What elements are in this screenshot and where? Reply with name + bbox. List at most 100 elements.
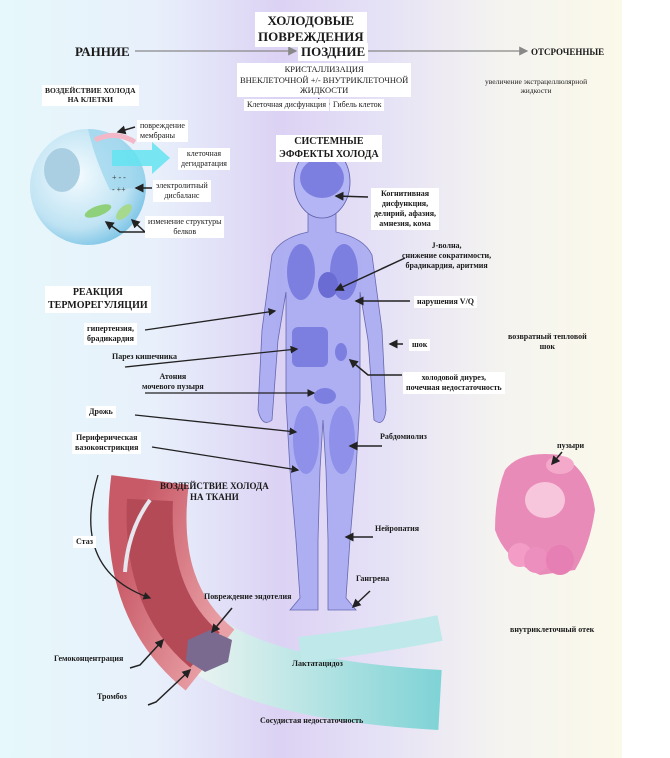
text-line: возвратный тепловой [508,332,587,341]
arrow-protein-2 [130,218,146,233]
neuropathy-label: Нейропатия [375,524,420,533]
text-line: белков [173,227,197,236]
arrow-hemoconcentration [129,638,165,669]
thermo-heading: РЕАКЦИЯ ТЕРМОРЕГУЛЯЦИИ [45,286,151,313]
rhabdo-label: Рабдомиолиз [380,432,427,441]
charge-plus: + - - [112,173,126,182]
text-line: почечная недостаточность [406,383,502,392]
text-line: ЭФФЕКТЫ ХОЛОДА [279,148,379,160]
text-line: дисфункция, [381,199,429,208]
crystallization-label: КРИСТАЛЛИЗАЦИЯ ВНЕКЛЕТОЧНОЙ +/- ВНУТРИКЛ… [237,63,412,97]
text-line: J-волна, [431,241,462,250]
text-line: шок [539,342,556,351]
bladder-label: Атония мочевого пузыря [142,372,204,392]
stage-early: РАННИЕ [75,44,130,59]
arrow-cognitive [334,191,369,201]
text-line: вазоконстрикция [75,443,139,452]
text-line: Атония [159,372,187,381]
heart [318,272,338,298]
text-line: РЕАКЦИЯ [72,287,123,298]
human-body [257,145,387,611]
thrombus [186,630,232,672]
vq-label: нарушения V/Q [414,296,478,308]
gangrene-label: Гангрена [356,574,390,583]
text-line: дисбаланс [164,191,200,200]
extracellular-label: увеличение экстрацеллюлярной жидкости [485,77,587,96]
cells-heading: ВОЗДЕЙСТВИЕ ХОЛОДА НА КЛЕТКИ [42,85,139,106]
arrow-hypertension [144,308,277,331]
text-line: ВНЕКЛЕТОЧНОЙ +/- ВНУТРИКЛЕТОЧНОЙ [240,74,409,85]
systemic-heading: СИСТЕМНЫЕ ЭФФЕКТЫ ХОЛОДА [276,135,382,162]
text-line: делирий, афазия, [374,209,437,218]
text-line: гипертензия, [87,324,134,333]
hypertension-label: гипертензия, брадикардия [84,323,137,345]
text-line: холодовой диурез, [421,373,487,382]
text-line: клеточная [186,149,222,158]
vascular-insufficiency-label: Сосудистая недостаточность [260,716,364,725]
text-line: НА КЛЕТКИ [67,95,114,105]
arrow-membrane [116,125,136,135]
arrow-ileus [124,345,299,368]
cell-death-label: Гибель клеток [330,99,385,111]
shock-label: шок [409,339,431,351]
text-line: дегидратация [181,159,227,168]
brain [300,158,344,198]
arrow-diuresis [348,359,402,376]
hemoconcentration-label: Гемоконцентрация [54,654,124,663]
cell-dysfunction-label: Клеточная дисфункция [244,99,329,111]
arrow-gangrene [351,590,371,609]
arrow-endothelium [211,607,233,634]
stage-late: ПОЗДНИЕ [298,43,369,62]
stasis-label: Стаз [73,536,96,548]
arrow-vasoconstriction [151,446,300,473]
text-line: увеличение экстрацеллюлярной [485,77,588,86]
ileus-label: Парез кишечника [112,352,177,361]
blistered-hand-illustration [495,454,595,575]
stage-delayed: ОТСРОЧЕННЫЕ [531,47,605,57]
text-line: Когнитивная [381,189,430,198]
protein-label: изменение структуры белков [145,216,225,238]
text-line: КРИСТАЛЛИЗАЦИЯ [284,64,364,74]
dehydration-label: клеточная дегидратация [178,148,230,170]
arrow-blisters [551,451,563,466]
cardiac-label: J-волна, снижение сократимости, брадикар… [402,241,491,271]
text-line: мочевого пузыря [142,382,204,391]
endothelium-label: Повреждение эндотелия [204,592,292,601]
text-line: амнезия, кома [379,219,431,228]
bladder [314,388,336,404]
tissue-heading: ВОЗДЕЙСТВИЕ ХОЛОДА НА ТКАНИ [160,481,269,504]
text-line: мембраны [140,131,175,140]
text-line: брадикардия [87,334,134,343]
text-line: снижение сократимости, [402,251,492,260]
membrane-label: повреждение мембраны [137,120,188,142]
text-line: ТЕРМОРЕГУЛЯЦИИ [48,299,148,311]
arrow-protein [104,221,145,233]
text-line: ВОЗДЕЙСТВИЕ ХОЛОДА [160,481,269,491]
lactic-acidosis-label: Лактатацидоз [292,659,343,668]
text-line: ВОЗДЕЙСТВИЕ ХОЛОДА [45,86,136,95]
text-line: брадикардия, аритмия [405,261,488,270]
intestines [292,327,328,367]
electrolyte-label: электролитный дисбаланс [153,180,211,202]
arrow-shivering [134,414,298,436]
diuresis-label: холодовой диурез, почечная недостаточнос… [403,372,505,394]
blisters-label: пузыри [557,441,585,450]
text-line: электролитный [156,181,208,190]
text-line: повреждение [140,121,185,130]
intracellular-edema-label: внутриклеточный отек [510,625,595,634]
title-line: ХОЛОДОВЫЕ [267,13,355,28]
main-title: ХОЛОДОВЫЕ ПОВРЕЖДЕНИЯ [255,12,367,47]
arrow-stasis [90,474,152,600]
text-line: ЖИДКОСТИ [300,85,349,96]
text-line: изменение структуры [148,217,222,226]
cognitive-label: Когнитивная дисфункция, делирий, афазия,… [371,188,440,230]
blood-vessel-illustration [108,475,443,730]
vasoconstriction-label: Периферическая вазоконстрикция [72,432,142,454]
thrombosis-label: Тромбоз [97,692,127,701]
text-line: Периферическая [75,433,138,442]
title-line: ПОВРЕЖДЕНИЯ [258,29,364,45]
charge-minus: - ++ [112,185,126,194]
rewarming-shock-label: возвратный тепловой шок [508,332,587,352]
